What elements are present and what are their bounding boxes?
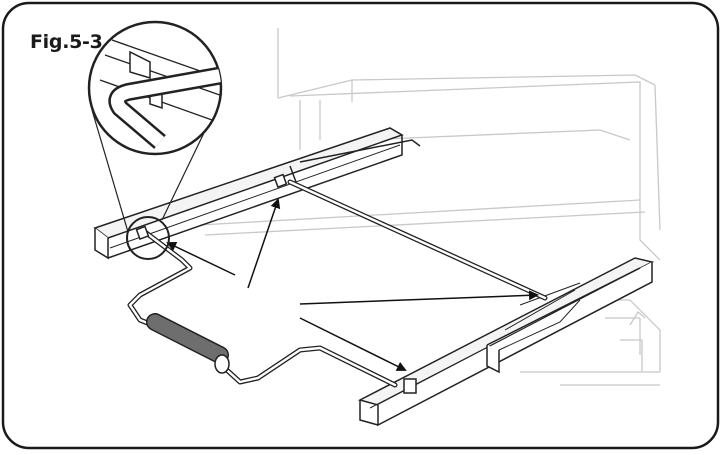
handle-grip [146,313,230,374]
magnified-detail [87,20,223,156]
direction-arrows [166,198,539,371]
oven-cavity-outline [199,28,661,386]
near-rail [357,257,655,427]
figure-label: Fig.5-3 [30,31,103,53]
rail-hook [135,173,417,394]
wire-shelf-inner [128,180,547,387]
far-rail [93,127,421,260]
detail-marker-circle [126,216,170,260]
